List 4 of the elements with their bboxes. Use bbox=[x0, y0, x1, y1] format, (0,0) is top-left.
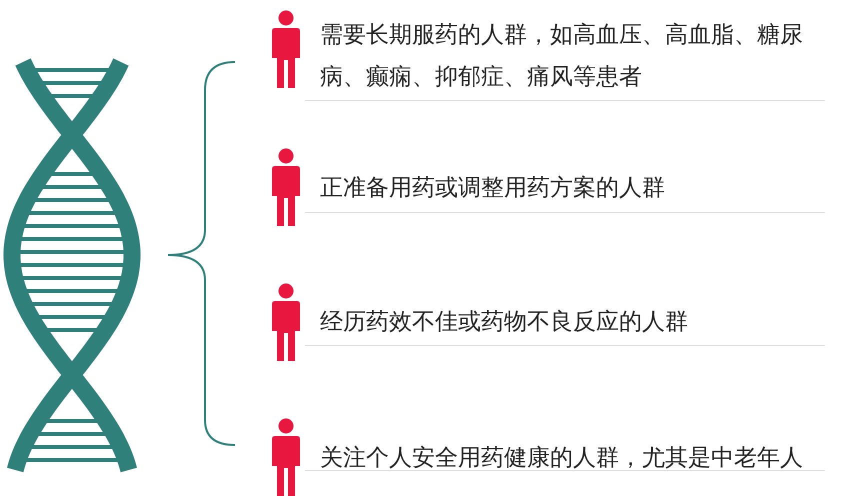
audience-text: 关注个人安全用药健康的人群，尤其是中老年人 bbox=[320, 444, 804, 473]
audience-text: 正准备用药或调整用药方案的人群 bbox=[320, 174, 666, 203]
audience-text: 需要长期服药的人群，如高血压、高血脂、糖尿病、癫痫、抑郁症、痛风等患者 bbox=[320, 21, 804, 92]
audience-text: 经历药效不佳或药物不良反应的人群 bbox=[320, 308, 689, 337]
